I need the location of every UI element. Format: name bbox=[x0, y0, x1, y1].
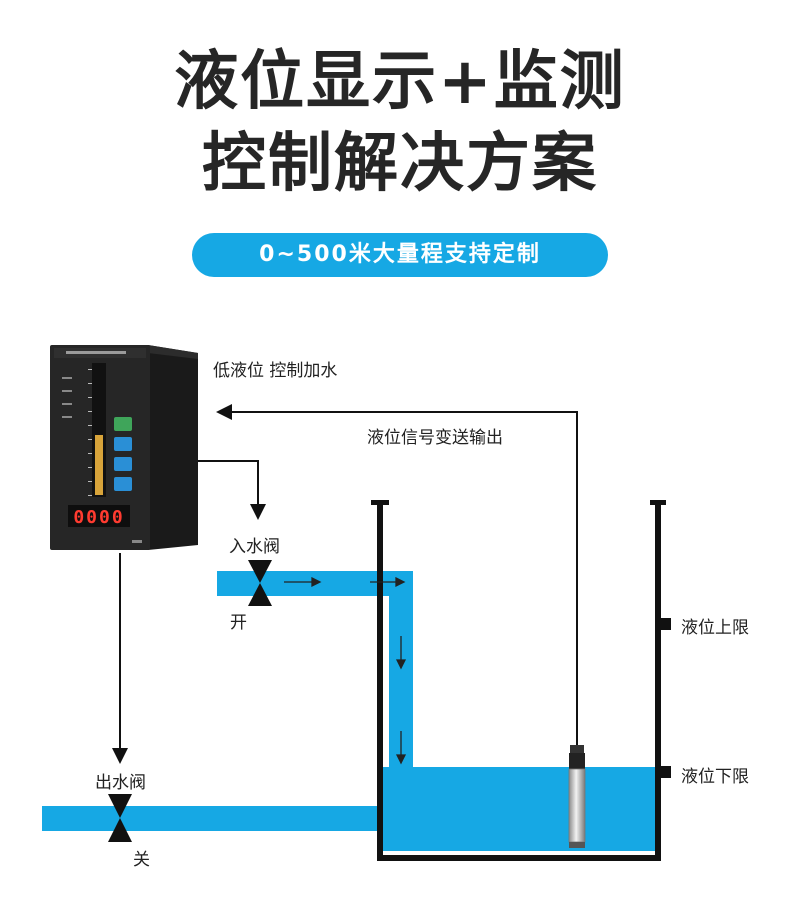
lower-limit-label: 液位下限 bbox=[681, 767, 749, 787]
inlet-state-label: 开 bbox=[230, 613, 247, 633]
outlet-state-label: 关 bbox=[133, 850, 150, 870]
valve-icon bbox=[248, 560, 272, 606]
valve-icon bbox=[108, 794, 132, 842]
display-digits: 0000 bbox=[73, 507, 124, 528]
down-key bbox=[114, 457, 132, 471]
flow-arrows bbox=[284, 576, 407, 765]
level-sensor-probe bbox=[568, 745, 586, 848]
signal-line bbox=[230, 411, 578, 745]
arrow-right-icon bbox=[370, 576, 406, 588]
inlet-arrowhead bbox=[250, 504, 266, 520]
shift-key bbox=[114, 477, 132, 491]
lower-limit-marker bbox=[661, 766, 671, 778]
signal-arrowhead bbox=[216, 404, 232, 420]
title-line-1: 液位显示+监测 bbox=[174, 45, 626, 119]
level-controller-device: 0000 bbox=[50, 345, 198, 550]
outlet-pipe bbox=[42, 806, 384, 831]
title-line-2: 控制解决方案 bbox=[202, 127, 598, 201]
low-level-control-label: 低液位 控制加水 bbox=[213, 361, 338, 381]
up-key bbox=[114, 437, 132, 451]
function-key bbox=[114, 417, 132, 431]
arrow-down-icon bbox=[395, 731, 407, 765]
tank-water bbox=[383, 767, 655, 851]
range-badge: 0~500米大量程支持定制 bbox=[192, 233, 608, 277]
arrow-right-icon bbox=[284, 576, 322, 588]
outlet-arrowhead bbox=[112, 748, 128, 764]
signal-output-label: 液位信号变送输出 bbox=[367, 428, 503, 448]
upper-limit-marker bbox=[661, 618, 671, 630]
tank bbox=[371, 500, 671, 861]
inlet-valve-label: 入水阀 bbox=[229, 537, 280, 557]
arrow-down-icon bbox=[395, 636, 407, 670]
upper-limit-label: 液位上限 bbox=[681, 618, 749, 638]
inlet-control-line bbox=[196, 460, 259, 505]
outlet-valve-label: 出水阀 bbox=[95, 773, 146, 793]
control-lines bbox=[119, 411, 578, 752]
